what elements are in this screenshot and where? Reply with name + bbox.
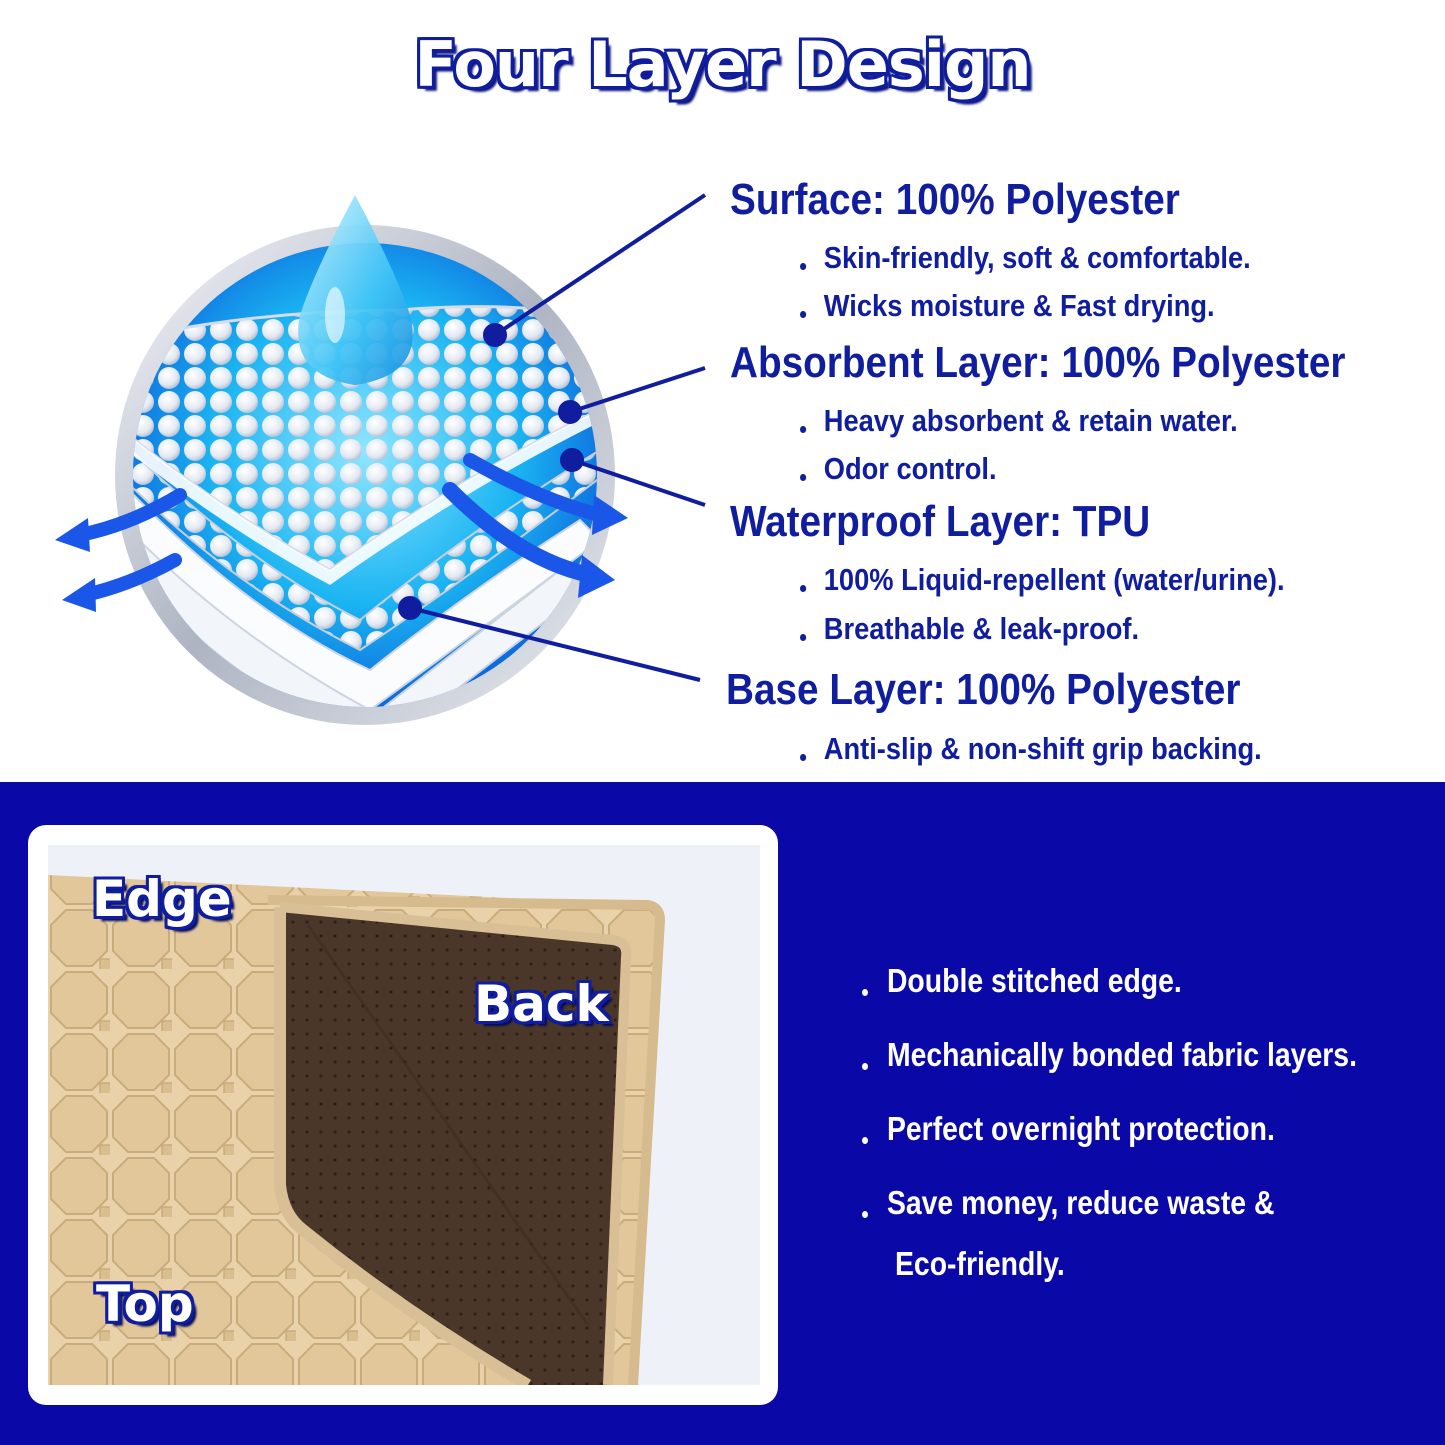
surface-bullet: Wicks moisture & Fast drying. — [800, 288, 1215, 324]
waterproof-layer-sheet — [133, 468, 597, 707]
absorbent-layer-heading: Absorbent Layer: 100% Polyester — [730, 338, 1346, 387]
bullet-dot-icon — [800, 634, 807, 641]
bullet-dot-icon — [800, 754, 807, 761]
airflow-arrow-icon — [442, 482, 598, 583]
base-bullet: Anti-slip & non-shift grip backing. — [800, 731, 1262, 767]
airflow-arrow-icon — [73, 488, 187, 542]
waterproof-layer-heading: Waterproof Layer: TPU — [730, 497, 1151, 546]
waterproof-bullet: Breathable & leak-proof. — [800, 611, 1139, 647]
water-drop-icon — [298, 195, 413, 385]
bullet-dot-icon — [800, 585, 807, 592]
bullet-dot-icon — [862, 989, 869, 996]
layer-illustration — [55, 193, 707, 725]
feature-item: Double stitched edge. — [862, 962, 1182, 1000]
bullet-dot-icon — [800, 311, 807, 318]
top-label: Top — [96, 1275, 194, 1333]
product-photo — [48, 845, 760, 1385]
feature-item-continuation: Eco-friendly. — [895, 1245, 1065, 1282]
absorbent-bullet: Heavy absorbent & retain water. — [800, 403, 1238, 439]
bullet-dot-icon — [800, 426, 807, 433]
base-layer-heading: Base Layer: 100% Polyester — [726, 665, 1241, 714]
back-label: Back — [474, 975, 609, 1033]
waterproof-bullet: 100% Liquid-repellent (water/urine). — [800, 562, 1285, 598]
absorbent-bullet: Odor control. — [800, 451, 997, 487]
surface-bullet: Skin-friendly, soft & comfortable. — [800, 240, 1251, 276]
page-title: Four Layer Design — [414, 28, 1032, 101]
pad-back-surface — [280, 907, 627, 1385]
edge-label: Edge — [92, 870, 232, 928]
feature-item: Mechanically bonded fabric layers. — [862, 1036, 1357, 1074]
bullet-dot-icon — [800, 263, 807, 270]
pad-illustration — [48, 845, 760, 1385]
bullet-dot-icon — [862, 1137, 869, 1144]
bullet-dot-icon — [862, 1211, 869, 1218]
bullet-dot-icon — [862, 1063, 869, 1070]
airflow-arrow-icon — [463, 453, 607, 522]
surface-layer-heading: Surface: 100% Polyester — [730, 175, 1180, 224]
feature-item: Save money, reduce waste & — [862, 1184, 1274, 1222]
feature-item: Perfect overnight protection. — [862, 1110, 1275, 1148]
bullet-dot-icon — [800, 474, 807, 481]
